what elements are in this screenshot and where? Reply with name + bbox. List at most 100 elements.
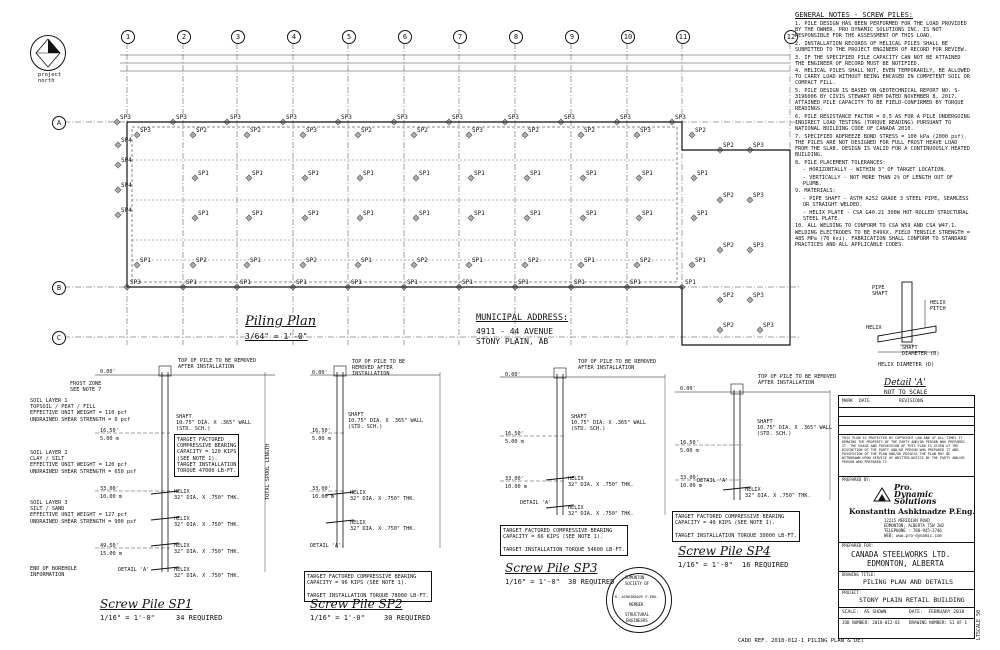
- detail-a-drawing: [877, 281, 937, 353]
- sp1-elev-0: 0.00': [100, 369, 116, 375]
- scale-field: SCALE: AS SHOWN: [842, 610, 887, 615]
- pile-marker: SP1: [678, 279, 696, 291]
- pile-marker: SP2: [410, 127, 428, 139]
- tb-divider: [839, 589, 974, 590]
- sp3-torque-text: TARGET INSTALLATION TORQUE 54600 LB-FT.: [503, 546, 625, 553]
- sp4-bearing-text: TARGET FACTORED COMPRESSIVE BEARING CAPA…: [675, 514, 785, 527]
- pile-marker: SP1: [579, 210, 597, 222]
- general-note-item: 1. PILE DESIGN HAS BEEN PERFORMED FOR TH…: [795, 21, 967, 40]
- piling-plan-scale: 3/64" = 1'-0": [245, 332, 308, 341]
- pile-label: SP3: [620, 114, 631, 121]
- pile-label: SP1: [419, 210, 430, 217]
- sp4-elev-4: 10.00 m: [680, 483, 702, 489]
- pile-label: SP1: [252, 210, 263, 217]
- pile-marker: SP2: [716, 192, 734, 204]
- pile-label: SP4: [121, 182, 132, 189]
- sp2-helix-2: HELIX 32" DIA. X .750" THK.: [350, 520, 416, 533]
- pile-label: SP2: [695, 127, 706, 134]
- sp4-elev-3: 33.00': [680, 475, 699, 481]
- sp3-helix-2: HELIX 32" DIA. X .750" THK.: [568, 505, 634, 518]
- sp1-length-label: TOTAL SPOOL LENGTH: [265, 443, 271, 500]
- pile-section: [150, 365, 180, 572]
- pile-marker: SP2: [243, 127, 261, 139]
- pile-marker: SP3: [169, 114, 187, 126]
- pile-marker: SP4: [114, 207, 132, 219]
- rev-header-revisions: REVISIONS: [899, 399, 924, 404]
- pile-label: SP3: [397, 114, 408, 121]
- rev-header-mark: MARK: [842, 399, 853, 404]
- sp2-detail-label: DETAIL 'A': [310, 543, 342, 549]
- ltscale-note: LTSCALE 50: [976, 609, 982, 640]
- pile-marker: SP1: [245, 170, 263, 182]
- sp4-elev-0: 0.00': [680, 386, 696, 392]
- drawing-title-label: DRAWING TITLE:: [842, 572, 876, 577]
- sp2-top-note: TOP OF PILE TO BE REMOVED AFTER INSTALLA…: [352, 359, 406, 378]
- client-line1: CANADA STEELWORKS LTD.: [851, 550, 951, 559]
- sp1-scale: 1/16" = 1'-0": [100, 614, 155, 622]
- sp3-elev-3: 33.00': [505, 476, 524, 482]
- detail-a-helix: HELIX: [866, 325, 882, 331]
- pile-label: SP3: [306, 127, 317, 134]
- pile-marker: SP3: [746, 242, 764, 254]
- sp2-scale: 1/16" = 1'-0": [310, 614, 365, 622]
- seal-line4: ENGINEERS: [626, 618, 648, 623]
- pile-marker: SP2: [189, 127, 207, 139]
- piling-plan-linework: [64, 43, 800, 346]
- north-label-line1: project: [38, 72, 62, 78]
- pile-label: SP4: [121, 207, 132, 214]
- client-line2: EDMONTON, ALBERTA: [867, 559, 944, 568]
- sp1-elev-4: 10.00 m: [100, 494, 122, 500]
- engineer-seal: EDMONTON SOCIETY OF K. ASHKINADZE P.ENG.…: [606, 567, 672, 633]
- tb-divider: [839, 476, 974, 477]
- grid-bubble-4: 4: [287, 30, 301, 44]
- pile-label: SP3: [640, 127, 651, 134]
- pile-marker: SP4: [114, 157, 132, 169]
- pile-label: SP1: [361, 257, 372, 264]
- pile-marker: SP3: [746, 192, 764, 204]
- cadd-reference: CADD REF. 2018-012-1 PILING PLAN & DET: [738, 638, 864, 644]
- sp1-elev-2: 5.00 m: [100, 436, 119, 442]
- pile-marker: SP1: [356, 170, 374, 182]
- pile-label: SP1: [518, 279, 529, 286]
- grid-bubble-10: 10: [621, 30, 635, 44]
- sp4-detail-label: DETAIL 'A': [697, 478, 729, 484]
- pile-label: SP1: [363, 170, 374, 177]
- pile-label: SP1: [363, 210, 374, 217]
- address-line1: 4911 - 44 AVENUE: [476, 327, 554, 336]
- general-note-item: - HELIX PLATE - CSA G40.21 300W HOT ROLL…: [803, 209, 969, 222]
- pile-marker: SP1: [179, 279, 197, 291]
- project-name: STONY PLAIN RETAIL BUILDING: [859, 596, 965, 604]
- pile-label: SP1: [198, 210, 209, 217]
- pile-marker: SP1: [579, 170, 597, 182]
- grid-bubble-2: 2: [177, 30, 191, 44]
- detail-a-helix-dia: HELIX DIAMETER (D): [878, 362, 935, 368]
- sp2-required: 30 REQUIRED: [384, 614, 431, 622]
- pile-label: SP1: [586, 170, 597, 177]
- pile-marker: SP1: [412, 170, 430, 182]
- sp3-shaft-label: SHAFT 10.75" DIA. X .365" WALL (STD. SCH…: [571, 414, 646, 433]
- pile-label: SP3: [763, 322, 774, 329]
- pile-marker: SP3: [445, 114, 463, 126]
- pile-label: SP1: [697, 210, 708, 217]
- sp3-elev-4: 10.00 m: [505, 484, 527, 490]
- company-logo-icon: [873, 486, 891, 502]
- general-note-item: 9. MATERIALS:: [795, 188, 836, 195]
- general-notes: GENERAL NOTES - SCREW PILES: 1. PILE DES…: [795, 11, 970, 249]
- pile-marker: SP2: [633, 257, 651, 269]
- general-notes-title: GENERAL NOTES - SCREW PILES:: [795, 11, 914, 19]
- pile-label: SP1: [240, 279, 251, 286]
- sp3-bearing-box: TARGET FACTORED COMPRESSIVE BEARING CAPA…: [500, 525, 628, 556]
- pile-label: SP1: [472, 257, 483, 264]
- pile-label: SP2: [723, 292, 734, 299]
- pile-label: SP3: [140, 127, 151, 134]
- sp3-scale: 1/16" = 1'-0": [505, 578, 560, 586]
- sp4-elev-2: 5.00 m: [680, 448, 699, 454]
- pile-section-linework: [95, 281, 937, 572]
- grid-bubble-1: 1: [121, 30, 135, 44]
- pile-label: SP4: [121, 137, 132, 144]
- pile-marker: SP3: [123, 279, 141, 291]
- pile-label: SP1: [586, 210, 597, 217]
- general-note-item: - PIPE SHAFT - ASTM A252 GRADE 3 STEEL P…: [803, 196, 969, 209]
- pile-marker: SP1: [635, 170, 653, 182]
